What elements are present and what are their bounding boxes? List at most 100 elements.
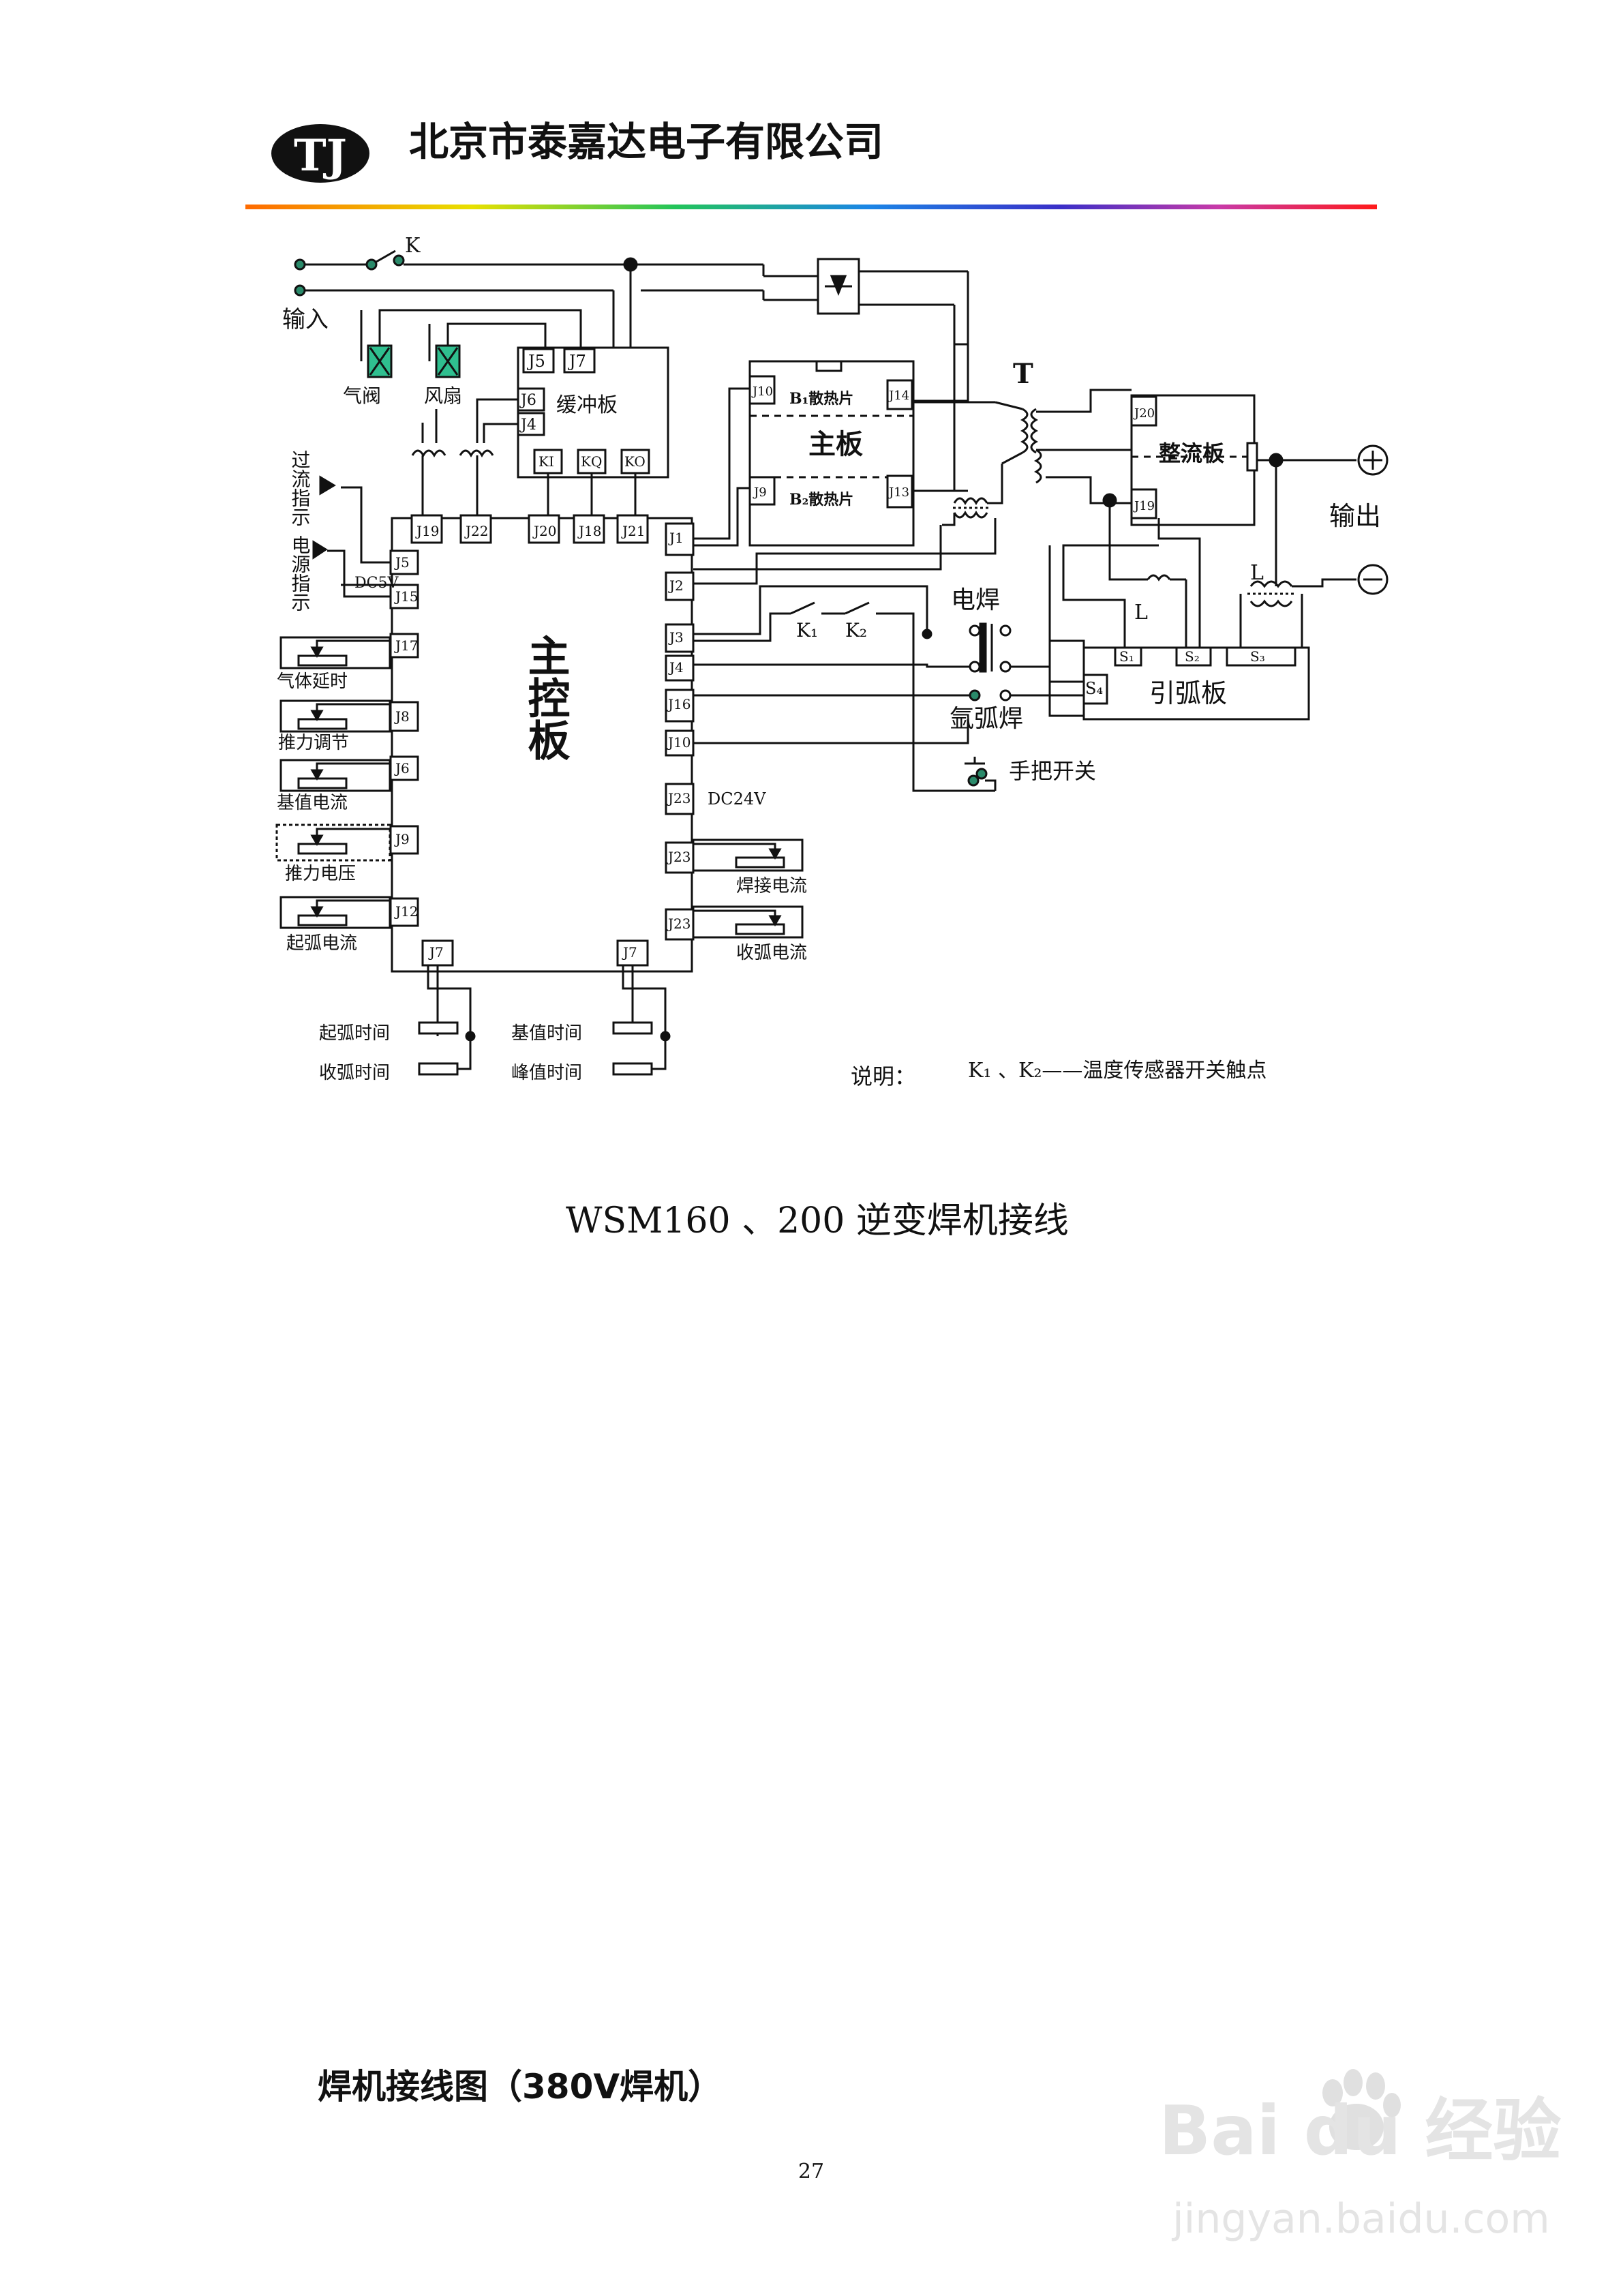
peak-time-label: 峰值时间 [511, 1063, 582, 1083]
rectifier-board [1102, 394, 1389, 586]
arc-board [1048, 518, 1310, 721]
small-transformer [953, 497, 988, 506]
relay-kq-label: KQ [581, 453, 602, 470]
wiring-diagram [275, 250, 1389, 1076]
rectifier-board-label: 整流板 [1159, 440, 1224, 466]
note-label: 说明： [851, 1063, 916, 1089]
thrust-voltage-label: 推力电压 [285, 864, 356, 884]
bottom-potentiometers [418, 965, 671, 1076]
connector-j5: J5 [394, 554, 410, 571]
connector-j16: J16 [667, 696, 691, 712]
connector-j17: J17 [394, 637, 418, 654]
connector-j19-rect: J19 [1133, 499, 1155, 513]
pot-weld-current [692, 839, 804, 872]
connector-j9-main: J9 [753, 485, 767, 500]
connector-j18: J18 [577, 523, 601, 539]
buffer-board [517, 346, 669, 518]
inductor-l-label: L [1134, 601, 1148, 624]
pot-close-arc-current [692, 905, 804, 939]
pot-thrust-adjust [279, 699, 391, 733]
s2-label: S₂ [1185, 648, 1200, 665]
output-section [1147, 564, 1389, 651]
connector-j23-dc: J23 [667, 790, 691, 806]
s3-label: S₃ [1250, 648, 1265, 665]
company-logo: TJ [271, 124, 369, 183]
connector-j3: J3 [668, 629, 684, 646]
watermark-url: jingyan.baidu.com [1171, 2195, 1550, 2243]
connector-j1: J1 [668, 530, 684, 546]
pot-gas-delay [279, 636, 391, 669]
connector-j10: J10 [667, 734, 691, 751]
s1-label: S₁ [1119, 648, 1134, 665]
input-section [294, 250, 859, 350]
main-control-board [389, 514, 695, 973]
buffer-j6-label: J6 [519, 392, 536, 409]
gas-valve-label: 气阀 [343, 384, 381, 407]
connector-j12: J12 [394, 903, 418, 920]
output-label: 输出 [1329, 501, 1381, 531]
buffer-j4-label: J4 [519, 417, 536, 434]
connector-j6: J6 [394, 760, 410, 776]
note-text: K₁ 、K₂——温度传感器开关触点 [968, 1059, 1266, 1083]
power-indicator-label: 电源指示 [289, 535, 312, 611]
connector-j20-rect: J20 [1133, 406, 1155, 421]
watermark-brand: Bai du 经验 [1159, 2091, 1561, 2171]
connector-j23-weld: J23 [667, 849, 691, 865]
company-name: 北京市泰嘉达电子有限公司 [409, 119, 883, 165]
input-label: 输入 [282, 306, 329, 333]
buffer-j7-label: J7 [567, 352, 586, 371]
baidu-watermark: Bai du 经验 jingyan.baidu.com [1159, 2069, 1561, 2243]
switch-k-blade [376, 250, 396, 263]
k2-label: K₂ [845, 619, 867, 641]
close-arc-time-label: 收弧时间 [319, 1063, 390, 1083]
dc5v-label: DC5V [354, 575, 399, 592]
connector-j8: J8 [394, 708, 410, 725]
connector-j15: J15 [394, 588, 418, 605]
buffer-j5-label: J5 [526, 352, 545, 371]
connector-j7-left: J7 [428, 944, 444, 961]
left-potentiometers [275, 636, 391, 929]
connector-j20: J20 [532, 523, 556, 539]
inductor-l2-label: L [1250, 561, 1264, 585]
k1-label: K₁ [796, 619, 818, 641]
relay-ki-label: KI [539, 453, 554, 470]
connector-j23-close: J23 [667, 916, 691, 932]
gas-delay-label: 气体延时 [277, 671, 348, 692]
right-potentiometers [692, 839, 804, 939]
base-current-label: 基值电流 [277, 793, 348, 813]
handle-switch-label: 手把开关 [1009, 758, 1096, 784]
base-time-label: 基值时间 [511, 1023, 582, 1044]
connector-j19: J19 [415, 523, 439, 539]
heatsink-b1-label: B₁散热片 [789, 390, 853, 408]
heatsink-b2-label: B₂散热片 [789, 491, 853, 509]
overcurrent-indicator-label: 过流指示 [289, 450, 312, 526]
main-control-board-label: 主控板 [521, 634, 571, 761]
pot-thrust-voltage [275, 824, 391, 862]
main-board-label: 主板 [808, 428, 863, 460]
electric-weld-label: 电焊 [951, 586, 1000, 614]
connector-j14-main: J14 [888, 389, 909, 403]
pot-start-arc-current [279, 896, 391, 929]
buffer-coils [411, 398, 518, 518]
transformer-label: T [1013, 358, 1033, 390]
logo-text: TJ [294, 130, 347, 181]
arc-board-label: 引弧板 [1149, 678, 1227, 708]
header: TJ 北京市泰嘉达电子有限公司 [245, 119, 1377, 209]
header-rule [245, 205, 1377, 209]
dc24v-label: DC24V [708, 789, 766, 809]
argon-weld-label: 氩弧焊 [950, 705, 1023, 733]
thermal-switch-and-selector [693, 585, 1084, 792]
pot-base-current [279, 759, 391, 792]
connector-j10-main: J10 [751, 384, 773, 399]
page-number: 27 [798, 2160, 824, 2184]
diagram-caption: WSM160 、200 逆变焊机接线 [566, 1200, 1069, 1241]
s4-label: S₄ [1085, 679, 1103, 698]
connector-j13-main: J13 [888, 485, 909, 500]
connector-j21: J21 [621, 523, 645, 539]
main-board [693, 343, 995, 547]
connector-j9: J9 [394, 831, 410, 847]
indicators [312, 475, 391, 598]
start-arc-time-label: 起弧时间 [319, 1023, 390, 1044]
weld-current-label: 焊接电流 [736, 876, 807, 896]
